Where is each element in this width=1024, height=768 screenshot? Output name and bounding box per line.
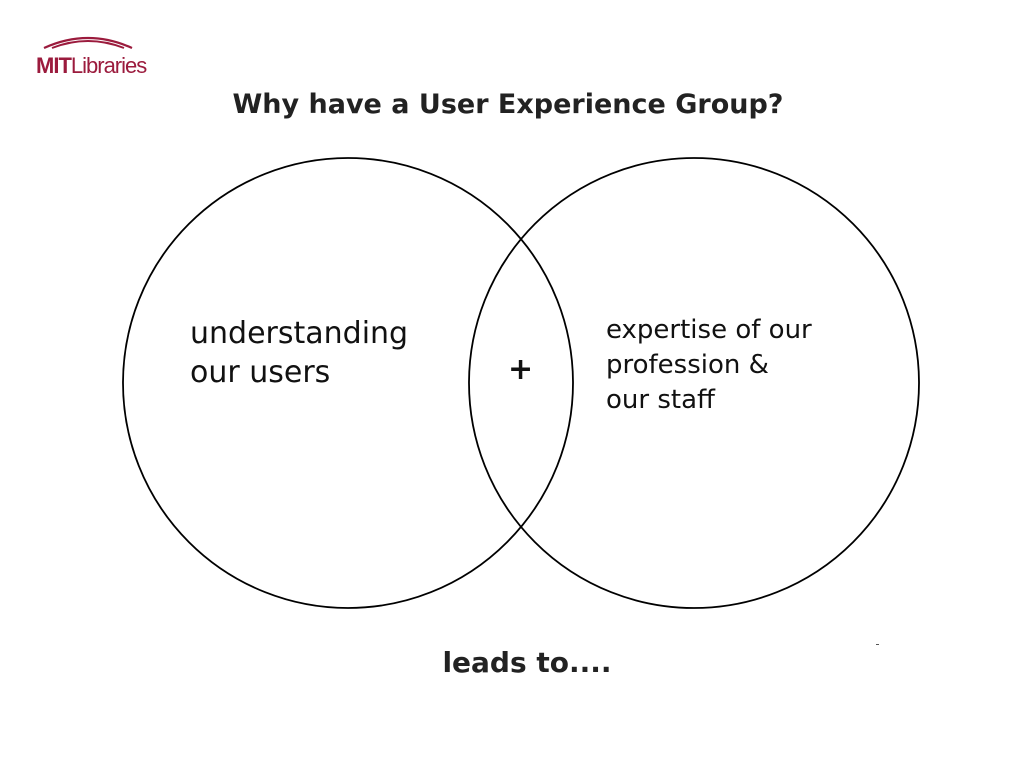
logo-libraries: Libraries (70, 53, 147, 78)
logo-mit: MIT (36, 53, 72, 78)
venn-label-left-line: our users (190, 355, 331, 390)
venn-circle-left (122, 157, 574, 609)
mit-libraries-logo: MITLibraries (36, 30, 147, 82)
stray-mark (876, 644, 879, 645)
venn-label-left-line: understanding (190, 316, 409, 351)
venn-label-left: understanding our users (190, 314, 408, 392)
slide-title: Why have a User Experience Group? (232, 89, 784, 120)
venn-circle-right (468, 157, 920, 609)
logo-wordmark: MITLibraries (36, 52, 147, 80)
venn-label-right-line: expertise of our (606, 315, 812, 345)
venn-label-right-line: profession & (606, 350, 769, 380)
venn-intersection-plus: + (508, 352, 534, 387)
venn-label-right-line: our staff (606, 385, 715, 415)
slide-footer: leads to.... (442, 646, 612, 679)
venn-label-right: expertise of our profession & our staff (606, 313, 812, 418)
logo-arc-icon (43, 36, 133, 50)
